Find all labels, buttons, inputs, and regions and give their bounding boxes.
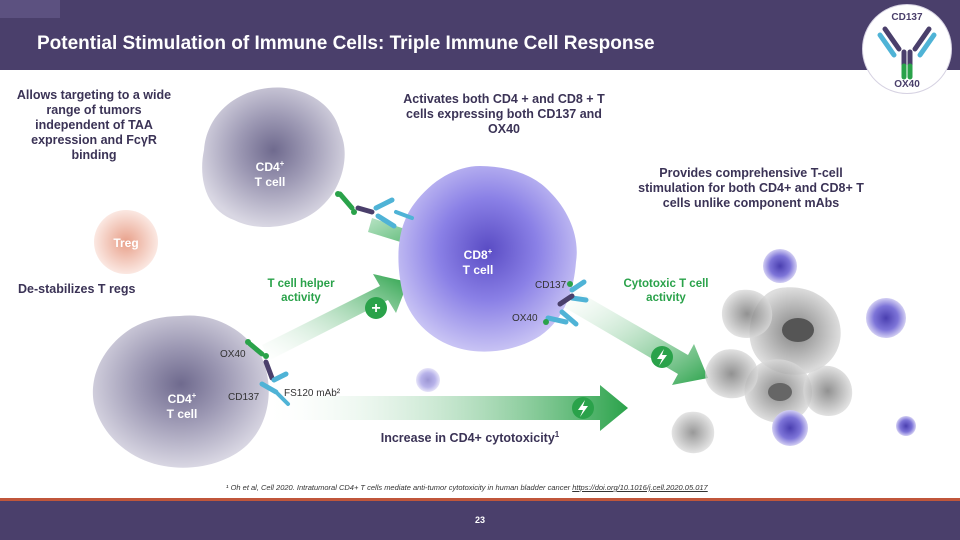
ox40-label-cd4: OX40	[220, 349, 246, 360]
cd4-bottom-cell	[92, 315, 269, 468]
cd137-label-cd4: CD137	[228, 392, 260, 403]
reference-footnote: ¹ Oh et al, Cell 2020. Intratumoral CD4+…	[226, 483, 708, 492]
cd4-top-label: CD4+ T cell	[254, 159, 286, 190]
tumor-cells	[671, 287, 853, 454]
increase-note: Increase in CD4+ cytotoxicity1	[380, 429, 560, 445]
page-number: 23	[474, 515, 485, 525]
slide-title: Potential Stimulation of Immune Cells: T…	[37, 33, 655, 54]
destabilizes-note: De-stabilizes T regs	[18, 282, 136, 296]
antibody-top	[335, 191, 414, 229]
cd4-bottom-label: CD4+ T cell	[166, 391, 198, 422]
svg-text:+: +	[371, 300, 380, 317]
cd8-label: CD8+ T cell	[462, 247, 494, 278]
footer-divider	[0, 498, 960, 501]
treg-cell	[94, 210, 158, 274]
antibody-label: FS120 mAb²	[284, 388, 341, 399]
helper-activity-note: T cell helper activity	[267, 278, 335, 304]
cytotoxic-activity-note: Cytotoxic T cell activity	[623, 278, 709, 304]
helper-activity-arrow	[262, 274, 408, 360]
targeting-note: Allows targeting to a wide range of tumo…	[16, 88, 172, 162]
antibody-cd8	[543, 279, 589, 327]
reference-link[interactable]: https://doi.org/10.1016/j.cell.2020.05.0…	[572, 483, 708, 492]
cd8-attack-cell	[896, 416, 916, 436]
ox40-label-cd8: OX40	[512, 313, 538, 324]
treg-label: Treg	[113, 236, 139, 250]
cd8-attack-cell	[866, 298, 906, 338]
logo-top-label: CD137	[891, 12, 923, 23]
cd4-top-cell	[202, 87, 345, 228]
logo-bottom-label: OX40	[894, 79, 920, 90]
antibody-bottom	[245, 339, 290, 406]
antibody-logo-icon	[877, 26, 937, 80]
antibody-logo: CD137 OX40	[862, 4, 952, 94]
cd137-label-cd8: CD137	[535, 280, 567, 291]
provides-note: Provides comprehensive T-cell stimulatio…	[638, 166, 864, 210]
small-floating-cell	[416, 368, 440, 392]
activates-note: Activates both CD4 + and CD8 + T cells e…	[403, 92, 605, 136]
cd8-cell	[398, 166, 577, 352]
header-tab-decoration	[0, 0, 60, 18]
header-bar	[0, 0, 960, 70]
cd8-attack-cell	[772, 410, 808, 446]
plus-badge	[365, 297, 387, 319]
cd8-attack-cell	[763, 249, 797, 283]
footer-bar: 23	[0, 501, 960, 540]
cd4-cytotoxicity-arrow	[270, 385, 628, 431]
